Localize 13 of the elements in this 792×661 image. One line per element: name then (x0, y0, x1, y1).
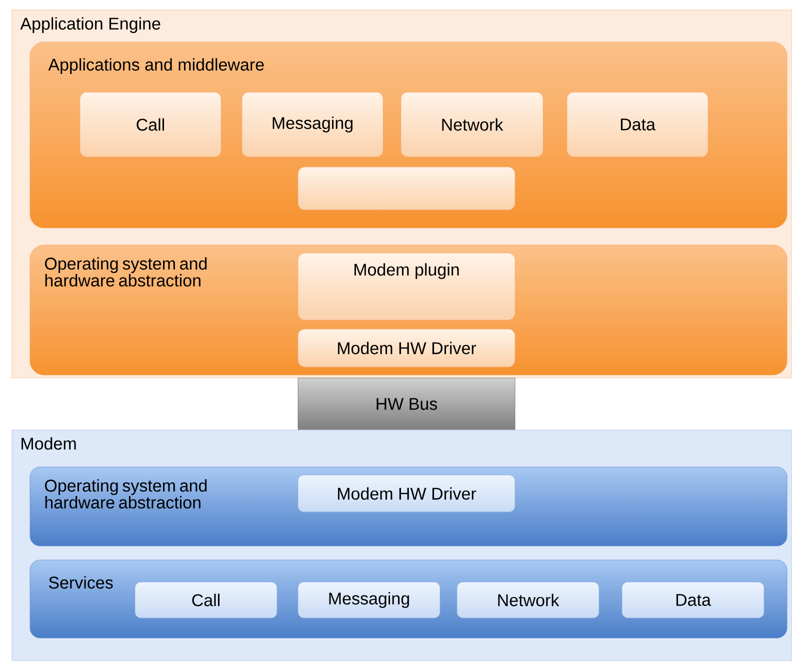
component-box: Messaging (242, 92, 384, 158)
component-box: Network (400, 92, 544, 158)
component-box (298, 166, 516, 210)
bus-box: HW Bus (298, 378, 516, 430)
component-box: Modem HW Driver (298, 474, 516, 512)
component-box: Data (622, 582, 764, 618)
component-box: Call (134, 582, 278, 618)
component-box: Data (566, 92, 708, 158)
component-box: Messaging (298, 582, 440, 618)
component-box: Call (80, 92, 222, 158)
component-box: Modem HW Driver (298, 328, 516, 368)
component-box: Modem plugin (298, 252, 516, 320)
component-box: Network (456, 582, 600, 618)
